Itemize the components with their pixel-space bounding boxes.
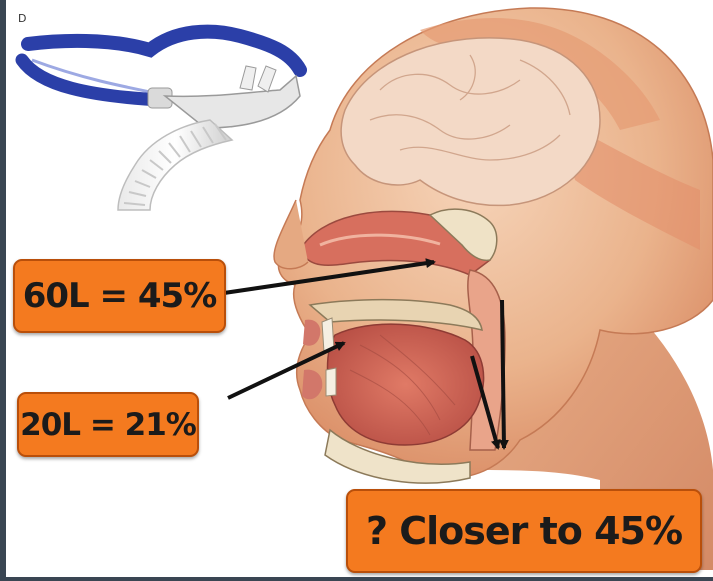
callout-question: ? Closer to 45% [346, 489, 702, 573]
lower-teeth [326, 368, 336, 396]
panel-letter: D [18, 12, 26, 25]
nasal-prong [240, 66, 256, 90]
callout-low-flow: 20L = 21% [17, 392, 199, 457]
slide-bottom-border [0, 577, 713, 581]
cannula-frame [165, 76, 300, 128]
oxygen-tubing [118, 120, 232, 210]
callout-high-flow: 60L = 45% [13, 259, 226, 333]
head-sagittal-section [274, 8, 713, 570]
headstrap-upper [28, 32, 300, 70]
nasal-cannula-device [22, 32, 300, 210]
arrow-down-pharynx-2 [502, 300, 504, 448]
nasal-prong [258, 66, 276, 92]
tongue [328, 324, 484, 445]
